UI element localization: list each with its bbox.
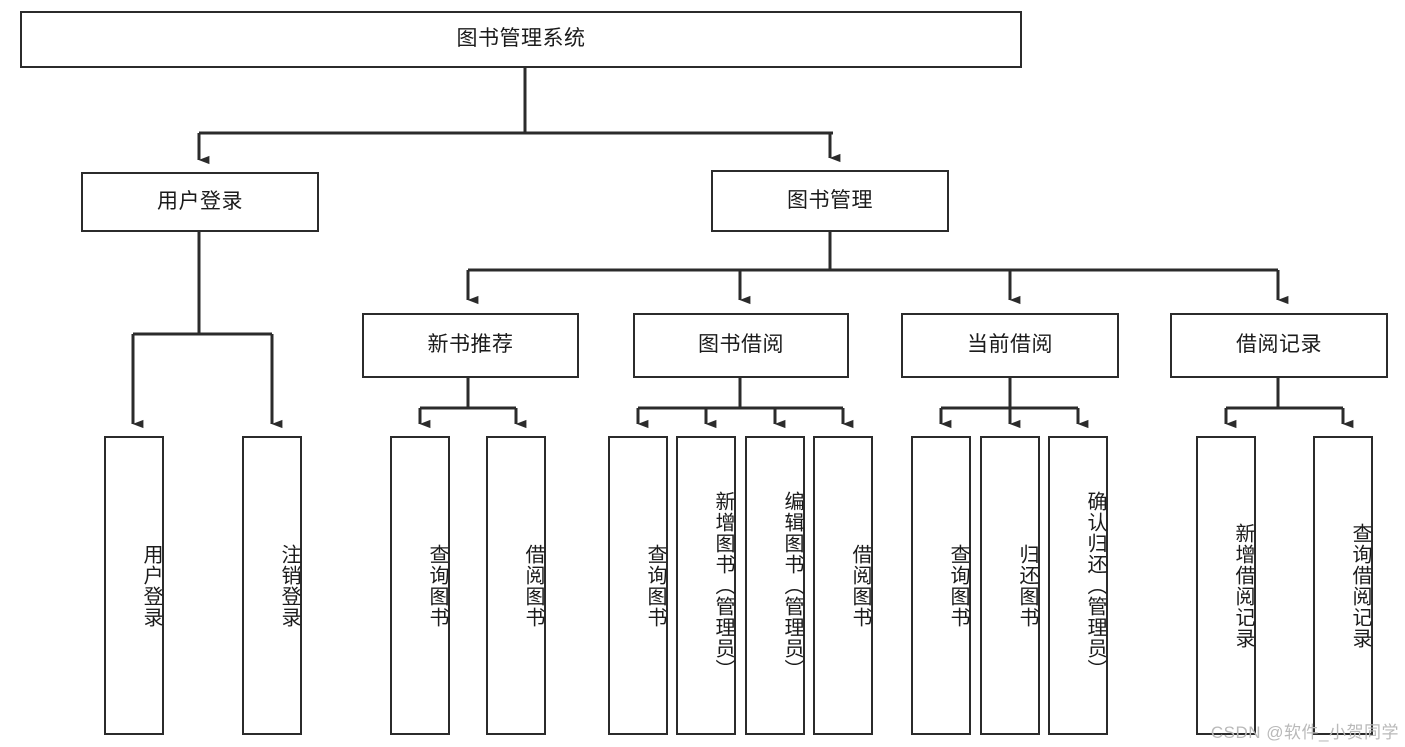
node-label: 注销登录 [278, 543, 300, 628]
leaf-query-borrow-record[interactable]: 查询借阅记录 [1313, 436, 1373, 735]
leaf-user-login[interactable]: 用户登录 [104, 436, 164, 735]
node-label: 查询图书 [644, 543, 666, 628]
node-current-borrow[interactable]: 当前借阅 [901, 313, 1119, 378]
node-label: 借阅图书 [522, 543, 544, 628]
leaf-logout[interactable]: 注销登录 [242, 436, 302, 735]
node-book-borrow[interactable]: 图书借阅 [633, 313, 849, 378]
leaf-query-book-recommend[interactable]: 查询图书 [390, 436, 450, 735]
node-user-login[interactable]: 用户登录 [81, 172, 319, 232]
node-borrow-record[interactable]: 借阅记录 [1170, 313, 1388, 378]
node-label: 新增图书（管理员） [712, 491, 734, 680]
node-label: 图书管理系统 [456, 27, 586, 51]
node-label: 用户登录 [140, 543, 162, 628]
leaf-borrow-book-recommend[interactable]: 借阅图书 [486, 436, 546, 735]
node-label: 图书管理 [787, 188, 873, 212]
node-label: 新书推荐 [427, 333, 514, 357]
node-book-management[interactable]: 图书管理 [711, 170, 949, 232]
node-label: 查询借阅记录 [1349, 522, 1371, 649]
leaf-query-book-current[interactable]: 查询图书 [911, 436, 971, 735]
leaf-add-borrow-record[interactable]: 新增借阅记录 [1196, 436, 1256, 735]
node-label: 借阅图书 [849, 543, 871, 628]
node-label: 归还图书 [1016, 543, 1038, 628]
node-label: 图书借阅 [698, 333, 784, 357]
node-label: 编辑图书（管理员） [781, 491, 803, 680]
leaf-query-book-borrow[interactable]: 查询图书 [608, 436, 668, 735]
node-label: 当前借阅 [967, 333, 1053, 357]
node-root-book-management-system[interactable]: 图书管理系统 [20, 11, 1022, 68]
node-label: 查询图书 [426, 543, 448, 628]
leaf-edit-book-admin[interactable]: 编辑图书（管理员） [745, 436, 805, 735]
leaf-confirm-return-admin[interactable]: 确认归还（管理员） [1048, 436, 1108, 735]
leaf-add-book-admin[interactable]: 新增图书（管理员） [676, 436, 736, 735]
node-label: 用户登录 [157, 189, 243, 213]
node-new-book-recommend[interactable]: 新书推荐 [362, 313, 579, 378]
node-label: 查询图书 [947, 543, 969, 628]
leaf-borrow-book[interactable]: 借阅图书 [813, 436, 873, 735]
node-label: 确认归还（管理员） [1084, 491, 1106, 680]
node-label: 新增借阅记录 [1232, 522, 1254, 649]
node-label: 借阅记录 [1236, 333, 1322, 357]
leaf-return-book[interactable]: 归还图书 [980, 436, 1040, 735]
